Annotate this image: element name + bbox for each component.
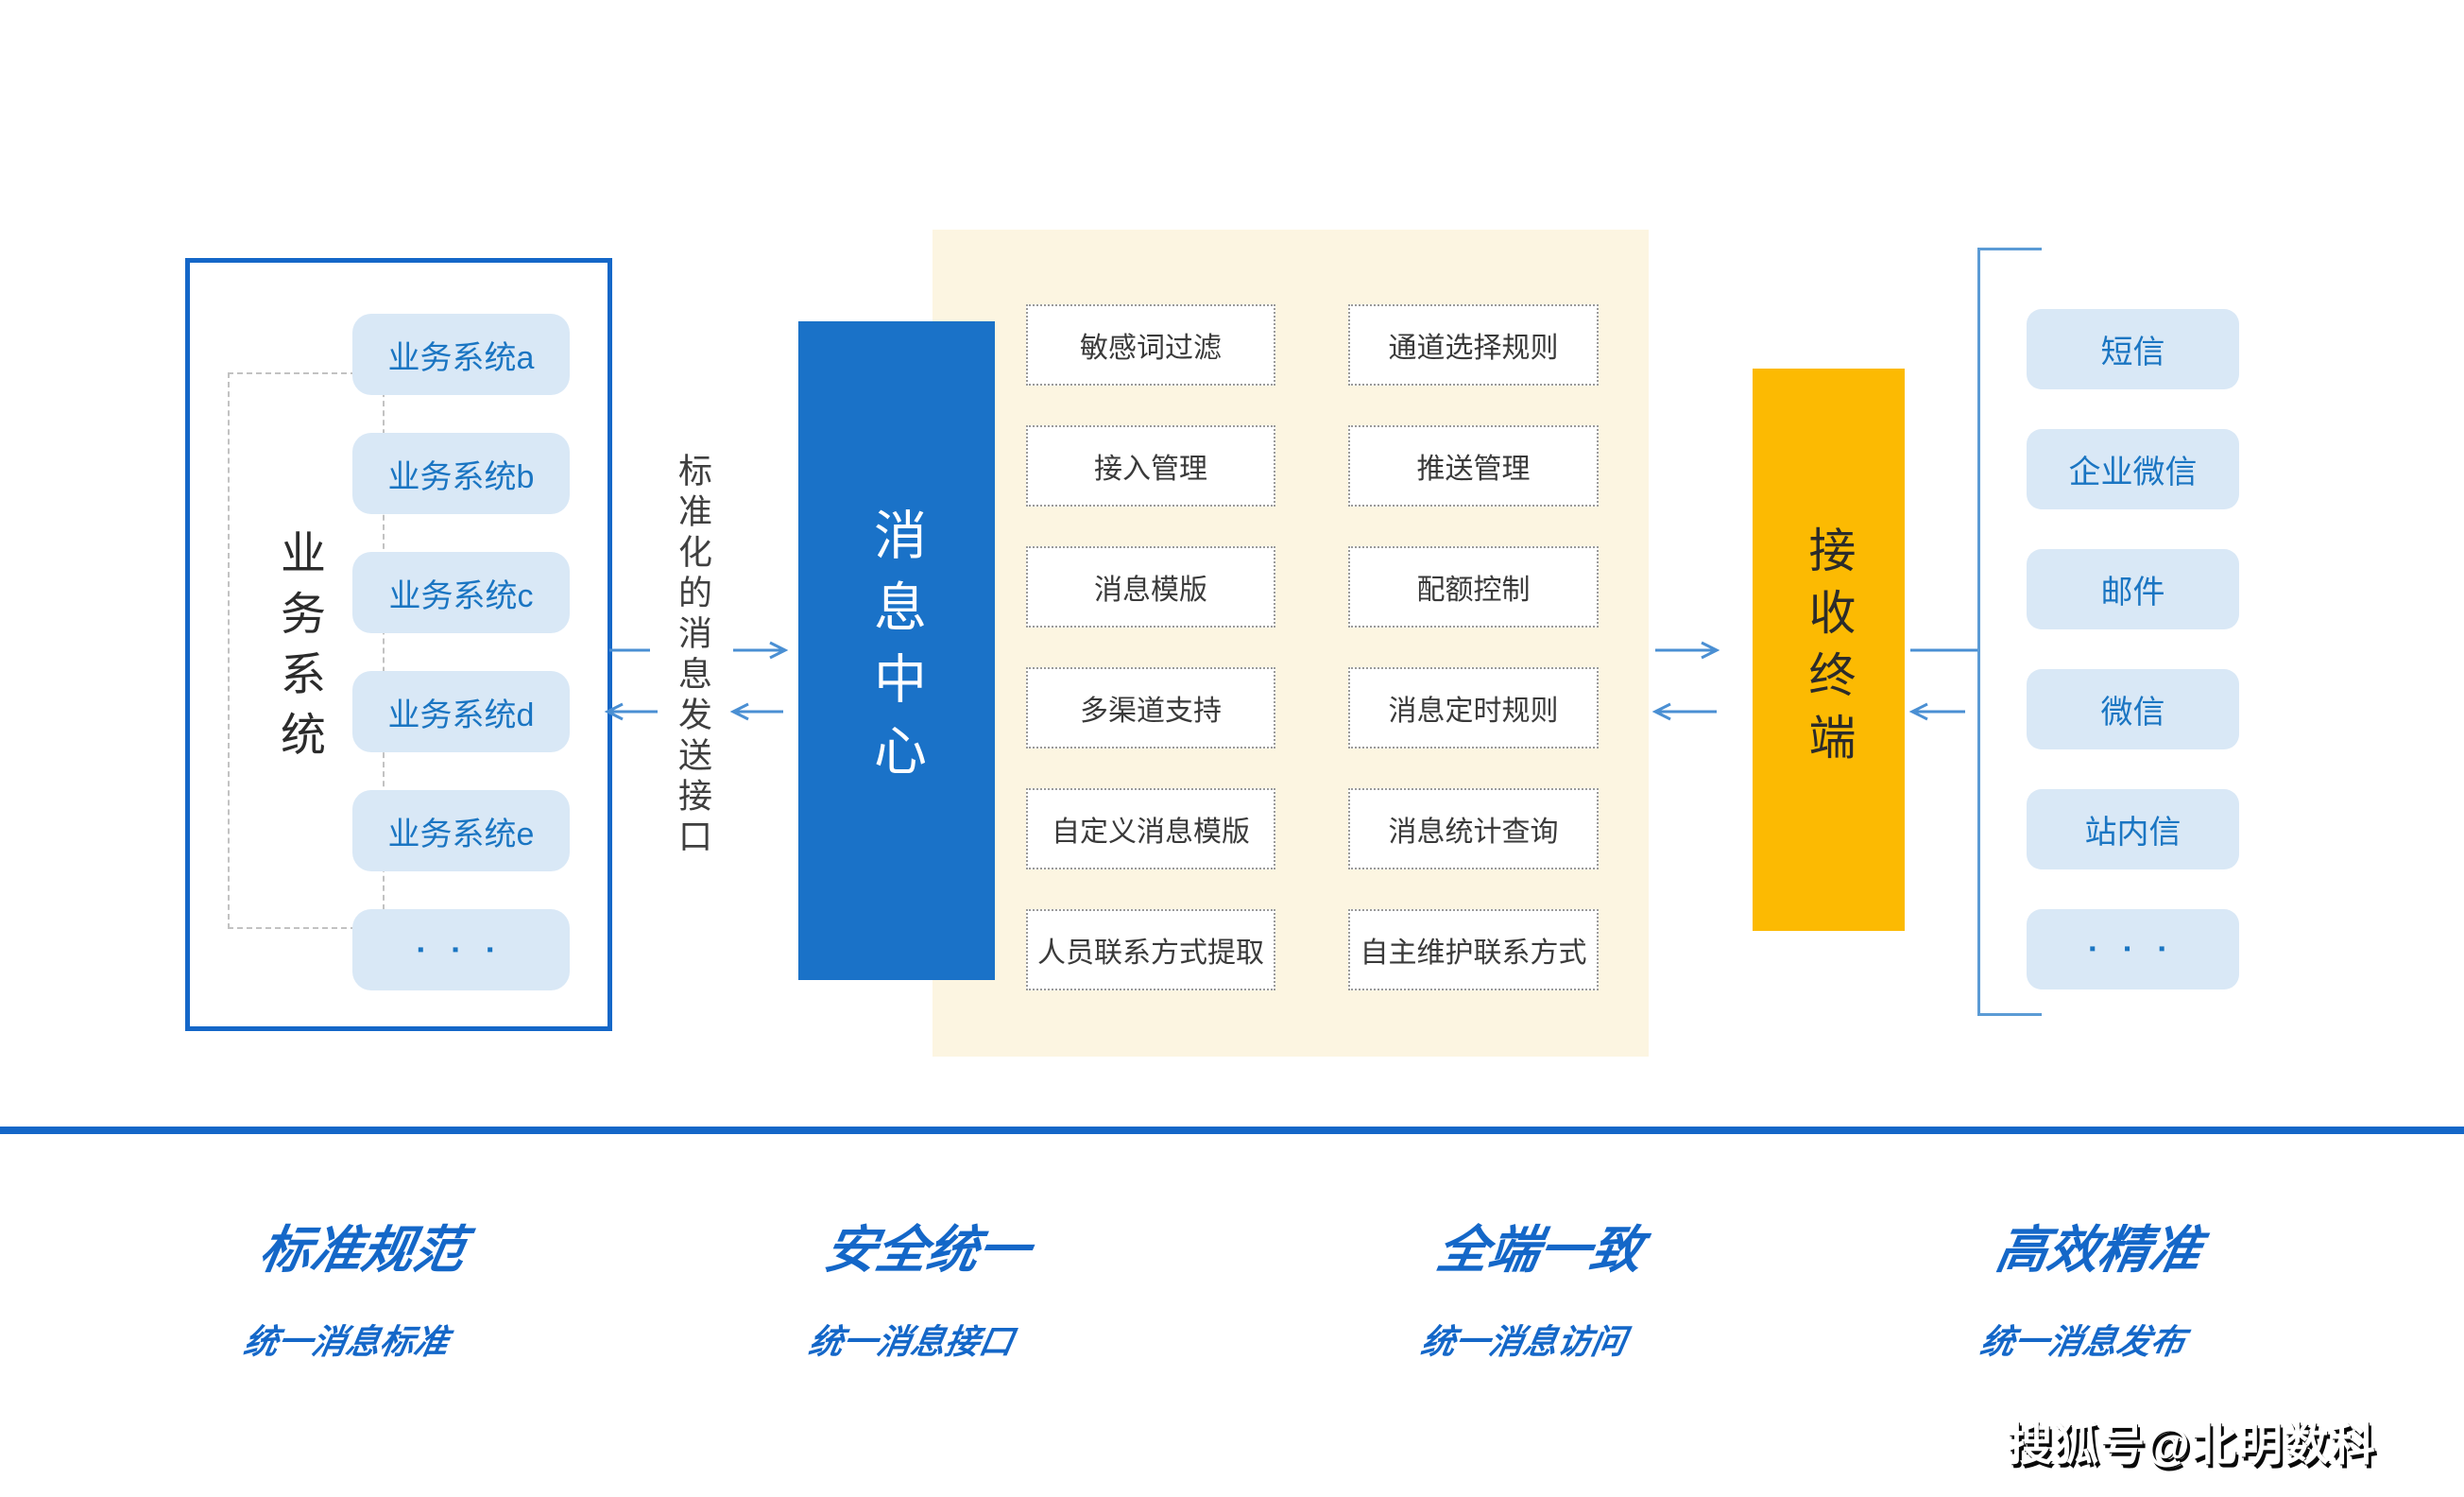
benefit-column: 安全统一 统一消息接口 <box>690 1208 1152 1364</box>
feature-box: 消息定时规则 <box>1348 667 1599 748</box>
business-system-pill: 业务系统b <box>352 433 570 514</box>
feature-box: 通道选择规则 <box>1348 304 1599 386</box>
feature-box: 敏感词过滤 <box>1026 304 1275 386</box>
business-system-pill: 业务系统c <box>352 552 570 633</box>
arrow-left-icon <box>729 702 783 721</box>
connector-line <box>1910 648 1978 652</box>
channel-ellipsis-pill: ▪ ▪ ▪ <box>2027 909 2239 989</box>
send-interface-label: 标准化的消息发送接口 <box>674 453 712 859</box>
feature-box: 多渠道支持 <box>1026 667 1275 748</box>
watermark: 搜狐号@北明数科 <box>2008 1420 2377 1470</box>
message-center-box: 消息中心 <box>798 321 995 980</box>
receiving-terminal-label: 接收终端 <box>1802 525 1856 775</box>
section-divider <box>0 1127 2464 1134</box>
feature-box: 消息统计查询 <box>1348 788 1599 869</box>
business-systems-label: 业务系统 <box>273 529 323 771</box>
channel-pill: 微信 <box>2027 669 2239 749</box>
arrow-left-icon <box>1908 702 1965 721</box>
feature-box: 消息模版 <box>1026 546 1275 628</box>
feature-box: 推送管理 <box>1348 425 1599 507</box>
feature-box: 配额控制 <box>1348 546 1599 628</box>
message-center-label: 消息中心 <box>866 507 927 795</box>
channel-pill: 企业微信 <box>2027 429 2239 509</box>
benefit-title: 全端一致 <box>1432 1222 1647 1279</box>
business-system-ellipsis-pill: ▪ ▪ ▪ <box>352 909 570 990</box>
business-system-pill: 业务系统d <box>352 671 570 752</box>
benefit-subtitle: 统一消息访问 <box>1417 1322 1630 1361</box>
business-system-pill: 业务系统a <box>352 314 570 395</box>
benefit-subtitle: 统一消息接口 <box>805 1322 1018 1361</box>
channel-pill: 站内信 <box>2027 789 2239 869</box>
business-system-pill: 业务系统e <box>352 790 570 871</box>
arrow-left-icon <box>1651 702 1717 721</box>
receiving-terminal-box: 接收终端 <box>1753 369 1905 931</box>
benefit-column: 标准规范 统一消息标准 <box>125 1208 587 1364</box>
feature-box: 自定义消息模版 <box>1026 788 1275 869</box>
benefit-title: 高效精准 <box>1992 1222 2206 1279</box>
feature-box: 接入管理 <box>1026 425 1275 507</box>
benefit-title: 标准规范 <box>255 1222 470 1279</box>
channel-pill: 短信 <box>2027 309 2239 389</box>
arrow-right-icon <box>1655 641 1720 660</box>
benefit-column: 高效精准 统一消息发布 <box>1861 1208 2323 1364</box>
channels-bracket <box>1977 248 2042 1016</box>
business-systems-dashed-group <box>228 372 385 929</box>
channel-pill: 邮件 <box>2027 549 2239 629</box>
benefit-subtitle: 统一消息发布 <box>1976 1322 2189 1361</box>
arrow-right-icon <box>733 641 789 660</box>
feature-box: 人员联系方式提取 <box>1026 909 1275 990</box>
connector-line <box>609 648 650 652</box>
arrow-left-icon <box>604 702 658 721</box>
feature-box: 自主维护联系方式 <box>1348 909 1599 990</box>
benefit-subtitle: 统一消息标准 <box>240 1322 453 1361</box>
benefit-column: 全端一致 统一消息访问 <box>1302 1208 1764 1364</box>
benefit-title: 安全统一 <box>820 1222 1035 1279</box>
